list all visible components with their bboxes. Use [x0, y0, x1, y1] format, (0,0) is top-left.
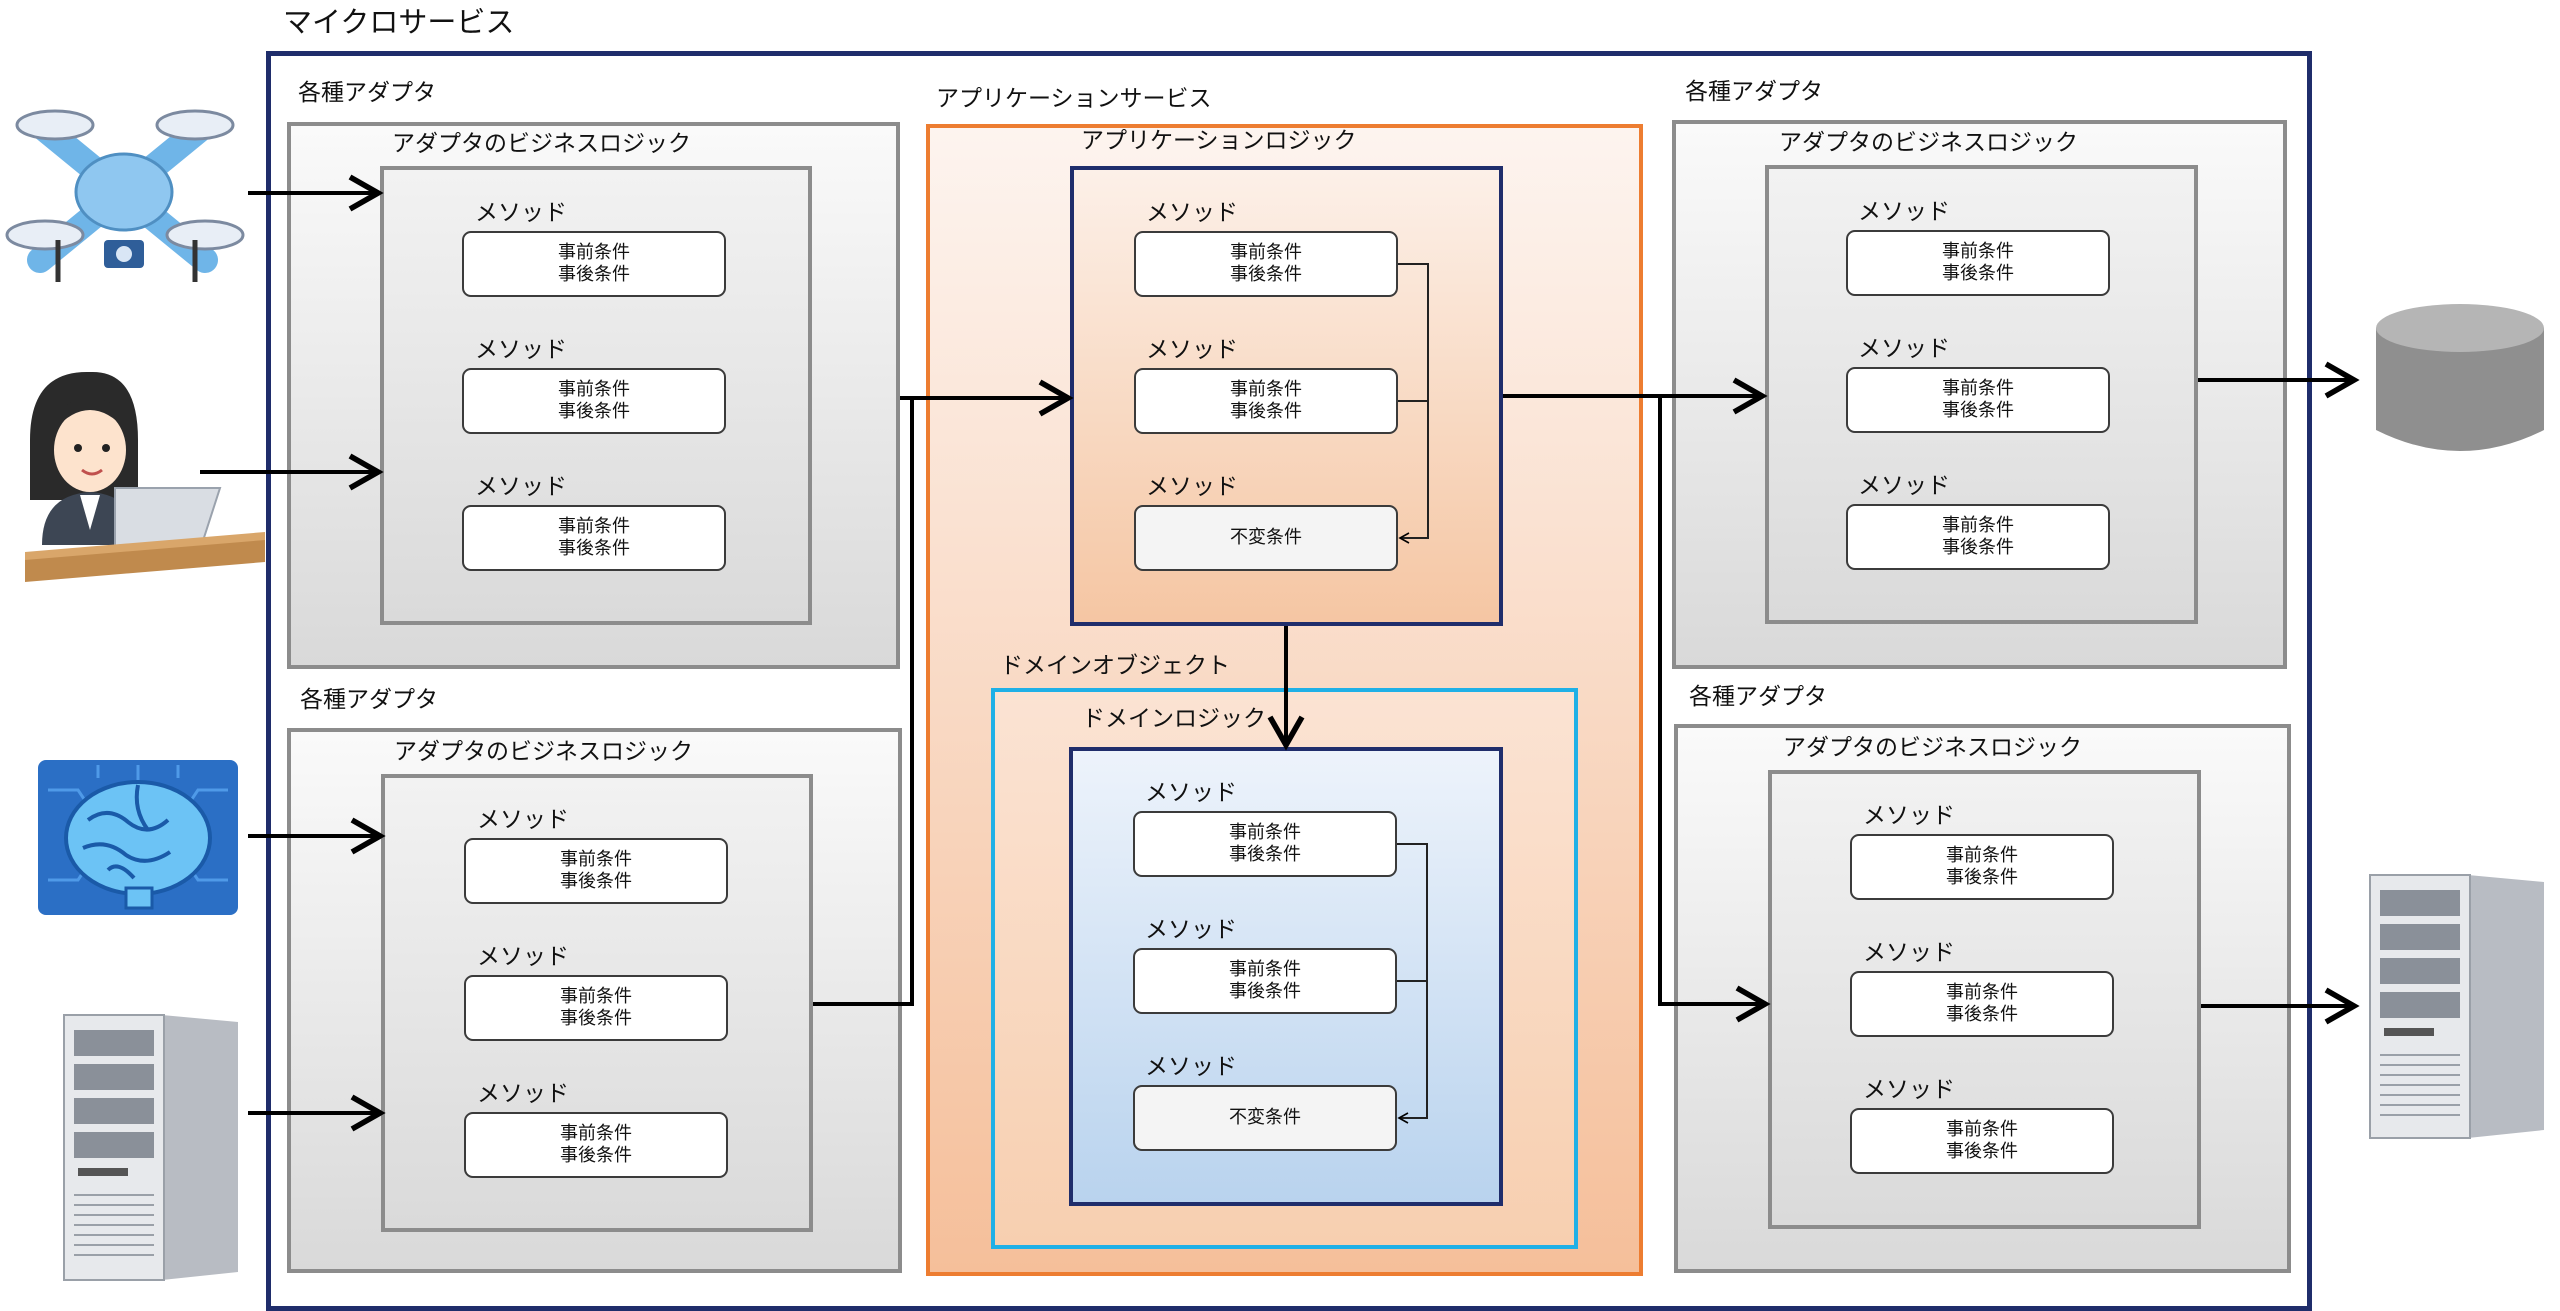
- precondition-text: 事前条件: [558, 516, 630, 537]
- precondition-text: 事前条件: [1229, 959, 1301, 980]
- method-box: 事前条件事後条件: [462, 505, 726, 571]
- method-box: 事前条件事後条件: [1846, 367, 2110, 433]
- method-box: 事前条件事後条件: [462, 231, 726, 297]
- invariant-box: 不変条件: [1133, 1085, 1397, 1151]
- method-box: 事前条件事後条件: [1850, 834, 2114, 900]
- precondition-text: 事前条件: [1942, 378, 2014, 399]
- method-label: メソッド: [1858, 473, 1950, 499]
- method-box: 事前条件事後条件: [1134, 368, 1398, 434]
- method-label: メソッド: [1863, 940, 1955, 966]
- method-box: 事前条件事後条件: [1134, 231, 1398, 297]
- server-icon: [63, 1014, 238, 1281]
- precondition-text: 事前条件: [1946, 1119, 2018, 1140]
- method-box: 事前条件事後条件: [1846, 230, 2110, 296]
- precondition-text: 事前条件: [560, 1123, 632, 1144]
- method-box: 事前条件事後条件: [464, 1112, 728, 1178]
- postcondition-text: 事後条件: [560, 1145, 632, 1166]
- method-label: メソッド: [1145, 780, 1237, 806]
- database-icon: [2376, 304, 2544, 451]
- precondition-text: 事前条件: [560, 849, 632, 870]
- postcondition-text: 事後条件: [1942, 263, 2014, 284]
- postcondition-text: 事後条件: [558, 538, 630, 559]
- method-label: メソッド: [1863, 803, 1955, 829]
- drone-icon: [5, 109, 245, 282]
- method-label: メソッド: [477, 1081, 569, 1107]
- method-label: メソッド: [1146, 200, 1238, 226]
- postcondition-text: 事後条件: [1942, 537, 2014, 558]
- adapter-label: 各種アダプタ: [300, 687, 438, 713]
- method-box: 事前条件事後条件: [1850, 1108, 2114, 1174]
- method-box: 事前条件事後条件: [464, 975, 728, 1041]
- laptop-user-icon: [25, 371, 265, 582]
- adapter-label: 各種アダプタ: [298, 80, 436, 106]
- app-service-label: アプリケーションサービス: [936, 86, 1212, 112]
- precondition-text: 事前条件: [1229, 822, 1301, 843]
- domain-object-label: ドメインオブジェクト: [1000, 653, 1230, 679]
- postcondition-text: 事後条件: [558, 264, 630, 285]
- method-label: メソッド: [1863, 1077, 1955, 1103]
- postcondition-text: 事後条件: [1230, 401, 1302, 422]
- method-label: メソッド: [1146, 337, 1238, 363]
- postcondition-text: 事後条件: [1942, 400, 2014, 421]
- invariant-text: 不変条件: [1229, 1107, 1301, 1128]
- invariant-text: 不変条件: [1230, 527, 1302, 548]
- precondition-text: 事前条件: [1942, 515, 2014, 536]
- method-label: メソッド: [475, 337, 567, 363]
- invariant-box: 不変条件: [1134, 505, 1398, 571]
- method-label: メソッド: [475, 474, 567, 500]
- method-box: 事前条件事後条件: [1850, 971, 2114, 1037]
- method-box: 事前条件事後条件: [1133, 811, 1397, 877]
- adapter-logic-label: アダプタのビジネスロジック: [394, 739, 693, 765]
- method-label: メソッド: [1145, 917, 1237, 943]
- method-box: 事前条件事後条件: [1846, 504, 2110, 570]
- postcondition-text: 事後条件: [1229, 981, 1301, 1002]
- microservice-title: マイクロサービス: [283, 5, 515, 39]
- method-label: メソッド: [475, 200, 567, 226]
- precondition-text: 事前条件: [558, 242, 630, 263]
- precondition-text: 事前条件: [1230, 379, 1302, 400]
- method-box: 事前条件事後条件: [1133, 948, 1397, 1014]
- domain-logic-label: ドメインロジック: [1082, 706, 1266, 732]
- postcondition-text: 事後条件: [1946, 867, 2018, 888]
- method-label: メソッド: [1145, 1054, 1237, 1080]
- method-label: メソッド: [477, 807, 569, 833]
- adapter-label: 各種アダプタ: [1685, 79, 1823, 105]
- precondition-text: 事前条件: [1230, 242, 1302, 263]
- method-label: メソッド: [1858, 336, 1950, 362]
- app-logic-label: アプリケーションロジック: [1081, 128, 1357, 154]
- method-label: メソッド: [1858, 199, 1950, 225]
- adapter-logic-label: アダプタのビジネスロジック: [1779, 130, 2078, 156]
- server-icon: [2369, 874, 2544, 1139]
- adapter-label: 各種アダプタ: [1689, 684, 1827, 710]
- method-label: メソッド: [477, 944, 569, 970]
- adapter-logic-label: アダプタのビジネスロジック: [1783, 735, 2082, 761]
- precondition-text: 事前条件: [560, 986, 632, 1007]
- method-label: メソッド: [1146, 474, 1238, 500]
- postcondition-text: 事後条件: [1229, 844, 1301, 865]
- postcondition-text: 事後条件: [1946, 1141, 2018, 1162]
- adapter-to-app-connector: [813, 379, 1074, 1006]
- precondition-text: 事前条件: [1946, 982, 2018, 1003]
- postcondition-text: 事後条件: [560, 1008, 632, 1029]
- precondition-text: 事前条件: [1942, 241, 2014, 262]
- postcondition-text: 事後条件: [1230, 264, 1302, 285]
- ai-brain-icon: [38, 760, 238, 915]
- precondition-text: 事前条件: [558, 379, 630, 400]
- app-to-adapter-arrow: [1658, 396, 1771, 1023]
- precondition-text: 事前条件: [1946, 845, 2018, 866]
- adapter-logic-label: アダプタのビジネスロジック: [392, 131, 691, 157]
- postcondition-text: 事後条件: [558, 401, 630, 422]
- method-box: 事前条件事後条件: [462, 368, 726, 434]
- postcondition-text: 事後条件: [1946, 1004, 2018, 1025]
- method-box: 事前条件事後条件: [464, 838, 728, 904]
- postcondition-text: 事後条件: [560, 871, 632, 892]
